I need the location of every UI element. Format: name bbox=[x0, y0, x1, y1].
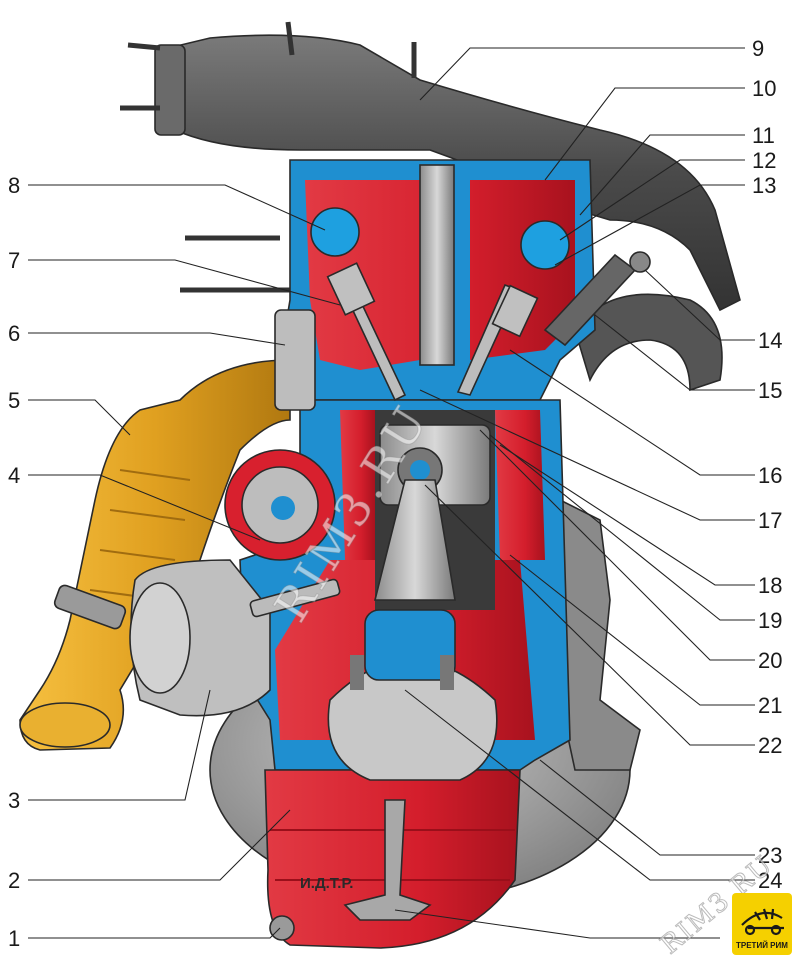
callout-10: 10 bbox=[752, 76, 776, 101]
piston-pin-bore bbox=[410, 460, 430, 480]
leader-1 bbox=[28, 927, 281, 939]
leader-20 bbox=[479, 429, 755, 661]
intake-runner bbox=[574, 293, 723, 392]
leader-1b bbox=[394, 909, 720, 939]
oil-pickup bbox=[343, 799, 432, 921]
leader-lines bbox=[28, 47, 755, 939]
exhaust-clamp bbox=[53, 584, 127, 630]
callout-1: 1 bbox=[8, 926, 20, 951]
leader-21 bbox=[509, 554, 755, 706]
leader-10 bbox=[544, 87, 745, 181]
leader-16 bbox=[509, 349, 755, 476]
callout-24: 24 bbox=[758, 868, 782, 893]
leader-15 bbox=[594, 314, 755, 391]
callout-23: 23 bbox=[758, 843, 782, 868]
callout-22: 22 bbox=[758, 733, 782, 758]
callout-12: 12 bbox=[752, 148, 776, 173]
leader-8 bbox=[28, 184, 326, 231]
starter-shaft bbox=[249, 578, 341, 618]
manifold-studs bbox=[120, 21, 417, 293]
block-red-wall-right bbox=[495, 410, 545, 560]
leader-22 bbox=[424, 484, 755, 746]
crankpin-journal bbox=[364, 609, 456, 681]
callout-20: 20 bbox=[758, 648, 782, 673]
callout-17: 17 bbox=[758, 508, 782, 533]
intake-manifold bbox=[159, 34, 741, 312]
valve-spring-left bbox=[326, 262, 376, 316]
callout-18: 18 bbox=[758, 573, 782, 598]
leader-24 bbox=[404, 689, 755, 881]
callout-9: 9 bbox=[752, 36, 764, 61]
callout-14: 14 bbox=[758, 328, 782, 353]
sump-marking: И.Д.Т.Р. bbox=[300, 875, 353, 892]
callout-19: 19 bbox=[758, 608, 782, 633]
connecting-rod bbox=[373, 479, 456, 601]
leader-9 bbox=[419, 47, 745, 101]
callout-numbers: 1 2 3 4 5 6 7 8 9 10 11 12 13 14 15 16 1… bbox=[8, 36, 782, 951]
camshaft-right bbox=[520, 220, 570, 270]
leader-7 bbox=[28, 259, 341, 306]
logo-text: ТРЕТИЙ РИМ bbox=[736, 941, 788, 950]
leader-17 bbox=[419, 389, 755, 521]
callout-3: 3 bbox=[8, 788, 20, 813]
leader-5 bbox=[28, 399, 131, 436]
valve-stem-center bbox=[419, 164, 455, 366]
leader-6 bbox=[28, 332, 286, 346]
callout-8: 8 bbox=[8, 173, 20, 198]
leader-14 bbox=[644, 269, 755, 341]
logo-emblem-icon bbox=[741, 908, 784, 936]
leader-4 bbox=[28, 474, 261, 541]
leader-19 bbox=[489, 434, 755, 621]
callout-6: 6 bbox=[8, 321, 20, 346]
callout-5: 5 bbox=[8, 388, 20, 413]
callout-7: 7 bbox=[8, 248, 20, 273]
leader-11 bbox=[579, 134, 745, 216]
exhaust-flange bbox=[19, 702, 111, 748]
callout-13: 13 bbox=[752, 173, 776, 198]
callout-11: 11 bbox=[752, 123, 775, 148]
rod-bolt-left bbox=[350, 655, 364, 690]
logo-badge: ТРЕТИЙ РИМ bbox=[732, 893, 792, 955]
mounting-bracket bbox=[274, 309, 316, 411]
callout-16: 16 bbox=[758, 463, 782, 488]
engine-illustration: И.Д.Т.Р. bbox=[19, 21, 741, 949]
injector-cap bbox=[629, 251, 651, 273]
camshaft-left bbox=[310, 207, 360, 257]
leader-18 bbox=[499, 444, 755, 586]
coolant-pump-hub bbox=[271, 496, 295, 520]
leader-13 bbox=[554, 184, 745, 266]
logo-background bbox=[732, 893, 792, 955]
drain-plug bbox=[269, 915, 295, 941]
starter-end-cap bbox=[129, 582, 191, 694]
callout-4: 4 bbox=[8, 463, 20, 488]
block-red-wall-left bbox=[340, 410, 375, 560]
leader-23 bbox=[539, 759, 755, 856]
callout-15: 15 bbox=[758, 378, 782, 403]
callout-2: 2 bbox=[8, 868, 20, 893]
valve-spring-right bbox=[491, 284, 539, 338]
exhaust-manifold-ribs bbox=[89, 469, 191, 601]
leader-2 bbox=[28, 809, 291, 881]
rod-bolt-right bbox=[440, 655, 454, 690]
leader-3 bbox=[28, 689, 211, 801]
intake-flange bbox=[154, 44, 186, 136]
callout-21: 21 bbox=[758, 693, 782, 718]
right-housing bbox=[559, 498, 641, 771]
leader-12 bbox=[559, 159, 745, 241]
